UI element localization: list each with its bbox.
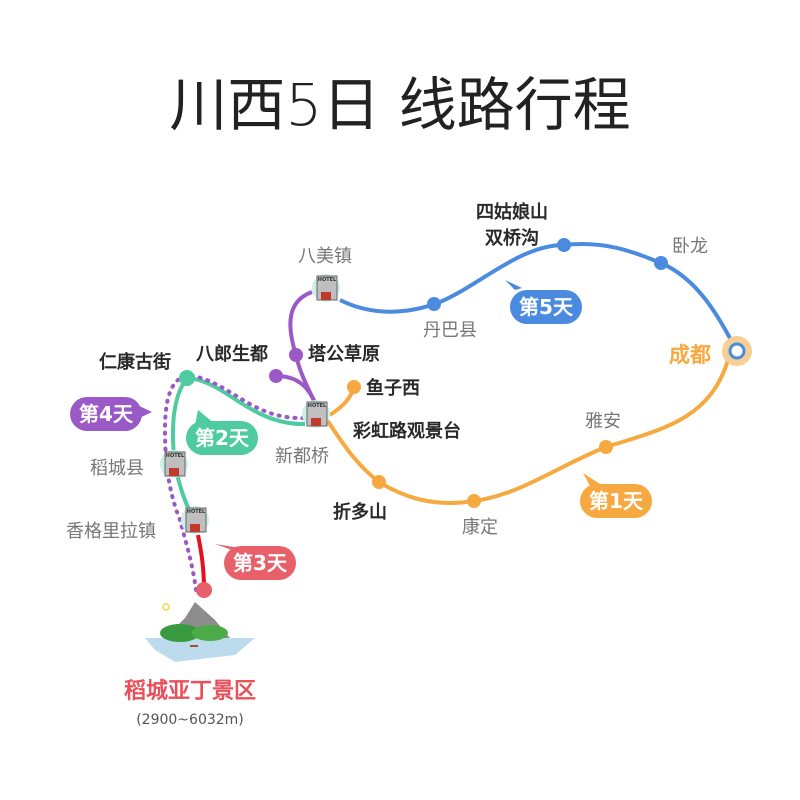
page-title: 川西5日 线路行程: [169, 71, 630, 139]
label-renkang: 仁康古街: [99, 351, 171, 373]
label-wolong: 卧龙: [672, 236, 708, 257]
svg-text:第3天: 第3天: [233, 551, 288, 575]
stop-kangding: [467, 494, 481, 508]
label-chengdu: 成都: [669, 343, 711, 367]
badge-day5: 第5天: [505, 280, 582, 324]
route-day1: [318, 359, 730, 505]
svg-text:第4天: 第4天: [79, 402, 134, 426]
stop-zheduoshan: [372, 475, 386, 489]
stop-yading: [196, 582, 212, 598]
hotel-icon-xindouqiao: HOTEL: [302, 400, 330, 428]
stop-renkang: [179, 370, 195, 386]
route-purple-branch: [275, 374, 318, 406]
label-kangding: 康定: [462, 517, 498, 538]
badge-day2: 第2天: [186, 410, 258, 455]
stop-balangshengdu: [269, 369, 283, 383]
destination-altitude: (2900~6032m): [136, 712, 244, 728]
mountain-island-illustration: [145, 602, 255, 662]
svg-text:第2天: 第2天: [195, 426, 250, 450]
hotel-sign: HOTEL: [318, 277, 337, 283]
route-day4: [162, 372, 307, 592]
label-caihonglu: 彩虹路观景台: [352, 420, 461, 442]
hotel-sign: HOTEL: [187, 509, 206, 515]
label-yuzixi: 鱼子西: [366, 377, 420, 399]
hotel-sign: HOTEL: [166, 453, 185, 459]
label-balangshengdu: 八郎生都: [196, 343, 268, 365]
route-day3: [196, 534, 206, 591]
label-tagong: 塔公草原: [308, 343, 380, 365]
stop-wolong: [654, 256, 668, 270]
label-siguniang: 四姑娘山: [476, 201, 548, 223]
badge-day4: 第4天: [70, 397, 152, 431]
stop-chengdu-inner: [728, 342, 746, 360]
svg-text:第1天: 第1天: [589, 489, 644, 513]
label-zheduoshan: 折多山: [333, 501, 387, 523]
badge-day3: 第3天: [215, 544, 296, 580]
badge-day1: 第1天: [580, 473, 652, 518]
label-bamei: 八美镇: [298, 246, 352, 267]
hotel-icon-daocheng: HOTEL: [160, 450, 188, 478]
destination-name: 稻城亚丁景区: [124, 678, 256, 704]
stop-yuzixi: [347, 380, 361, 394]
hotel-icon-shangrila: HOTEL: [181, 506, 209, 534]
stop-danba: [427, 297, 441, 311]
label-daocheng: 稻城县: [90, 458, 144, 479]
route-day2: [171, 375, 306, 522]
stop-siguniang: [557, 238, 571, 252]
label-yaan: 雅安: [585, 411, 621, 432]
stop-tagong: [289, 348, 303, 362]
hotel-icon-bamei: HOTEL: [312, 274, 340, 302]
stop-yaan: [599, 440, 613, 454]
label-xindouqiao: 新都桥: [275, 446, 329, 467]
label-shangrila: 香格里拉镇: [66, 521, 156, 542]
svg-text:第5天: 第5天: [519, 295, 574, 319]
label-danba: 丹巴县: [423, 320, 477, 341]
hotel-sign: HOTEL: [308, 403, 327, 409]
label-shuangqiaogou: 双桥沟: [485, 227, 539, 249]
